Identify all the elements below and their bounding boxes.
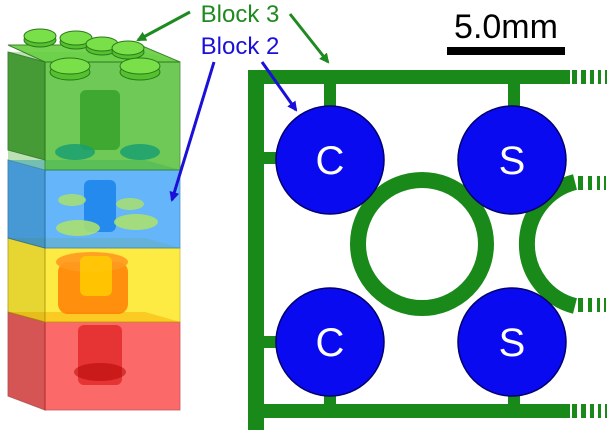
circle-top-left: C bbox=[275, 105, 385, 215]
circle-label-bottom-right: S bbox=[499, 321, 526, 365]
circle-bottom-left: C bbox=[275, 287, 385, 397]
block3-arrow-left bbox=[136, 10, 191, 42]
block3-arrow-right bbox=[288, 13, 330, 64]
trace-bottom bbox=[248, 404, 570, 418]
trace-left bbox=[248, 70, 264, 430]
circle-top-right: S bbox=[457, 105, 567, 215]
block2-arrow-left bbox=[169, 61, 216, 202]
layer-yellow bbox=[7, 237, 181, 323]
block2-label: Block 2 bbox=[201, 33, 280, 60]
block3-annotation: Block 3 bbox=[136, 1, 330, 64]
center-ring bbox=[350, 172, 494, 316]
scale-bar: 5.0mm bbox=[447, 8, 565, 55]
block2-annotation: Block 2 bbox=[169, 33, 298, 202]
trace-top bbox=[248, 70, 570, 84]
block3-label: Block 3 bbox=[201, 1, 280, 28]
circle-label-top-right: S bbox=[499, 139, 526, 183]
scale-line bbox=[447, 47, 565, 55]
circle-label-top-left: C bbox=[316, 139, 345, 183]
circle-label-bottom-left: C bbox=[316, 321, 345, 365]
trace-layout: C S C S bbox=[248, 70, 607, 430]
block-stack bbox=[7, 28, 181, 411]
scale-label: 5.0mm bbox=[454, 8, 558, 46]
layer-red bbox=[7, 311, 181, 411]
block2-arrow-right bbox=[260, 61, 298, 112]
layer-green bbox=[7, 44, 181, 171]
dashed-continuation-bottom bbox=[572, 404, 607, 418]
top-studs bbox=[23, 28, 161, 81]
layer-blue bbox=[7, 159, 181, 249]
dashed-continuation-top bbox=[572, 70, 607, 84]
circle-bottom-right: S bbox=[457, 287, 567, 397]
